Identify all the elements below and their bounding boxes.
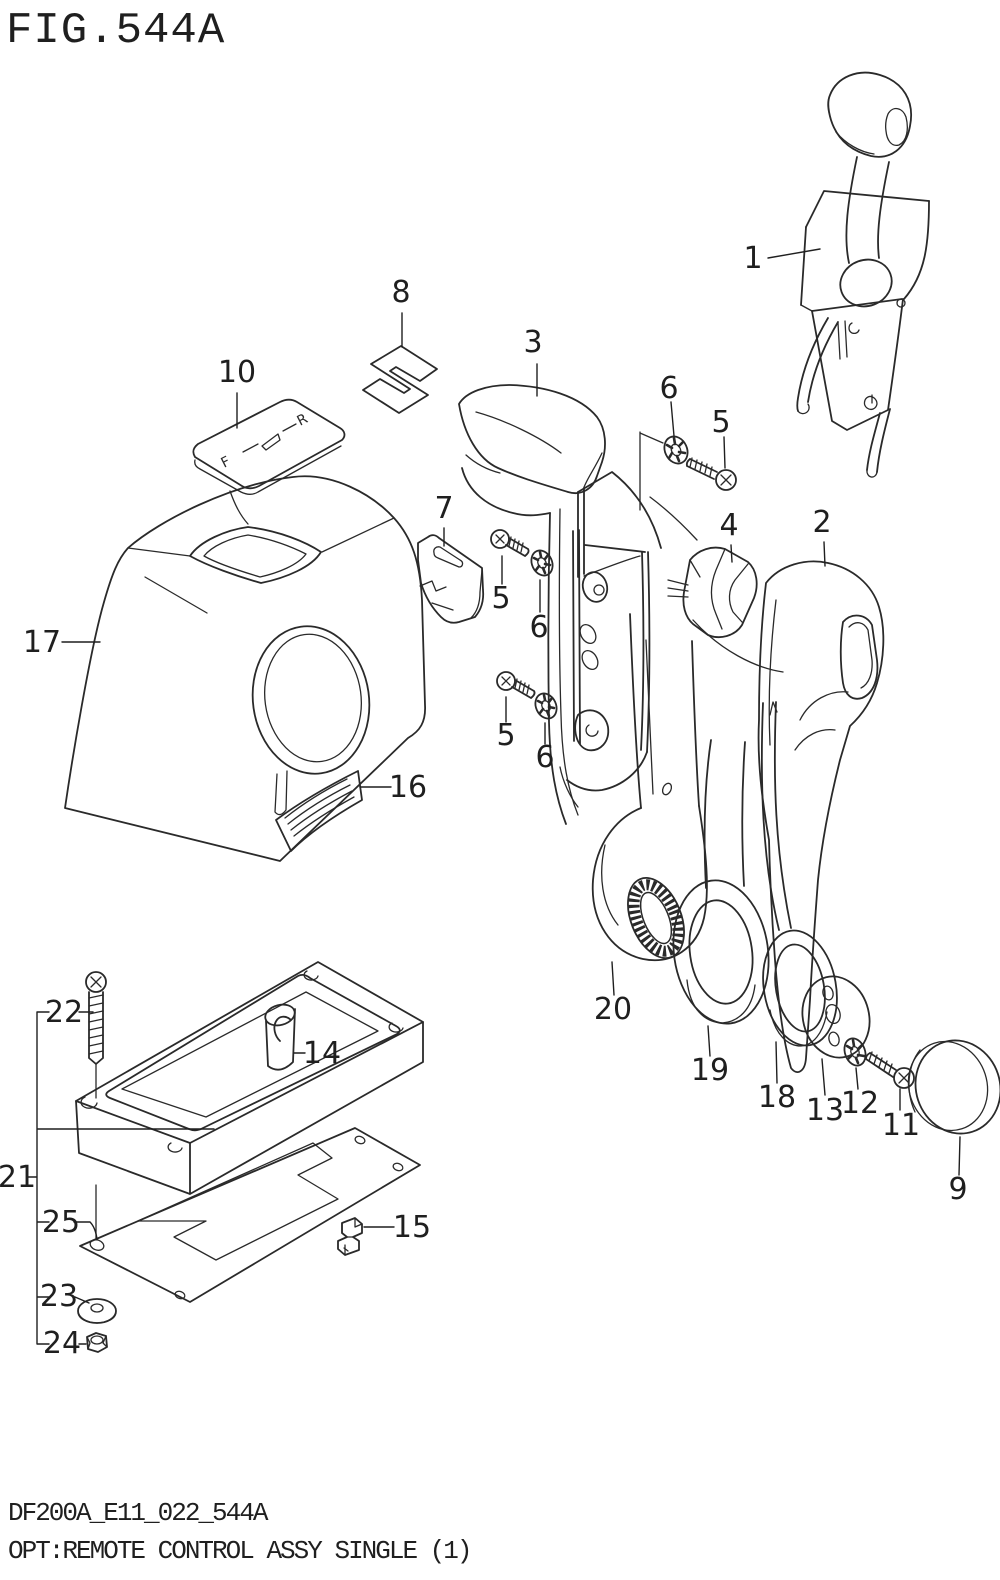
base-box: [75, 961, 424, 1195]
part-16-insert: [275, 770, 363, 852]
part-5-screw-top: [685, 457, 737, 491]
callout-1: 1: [743, 241, 762, 276]
part-3-upper-cover: [458, 384, 606, 494]
callout-6-top: 6: [659, 371, 678, 406]
center-bracket-assembly: [461, 431, 698, 825]
callout-22: 22: [45, 995, 83, 1030]
callout-9: 9: [948, 1172, 967, 1207]
callout-10: 10: [218, 355, 256, 390]
callout-21: 21: [0, 1160, 36, 1195]
footer-code: DF200A_E11_022_544A: [8, 1498, 269, 1528]
callout-13: 13: [806, 1093, 844, 1128]
plate-mark-forward: F: [219, 454, 233, 472]
callout-16: 16: [389, 770, 427, 805]
callout-labels: 1 8 10 3 6 5 7 4 2 17 5 6 5 6 16 20 19 1…: [0, 241, 968, 1361]
part-10-indicator-plate: F R: [192, 398, 346, 525]
part-19-lever-arm: [672, 739, 770, 1025]
part-7-bracket-plate: [417, 534, 485, 624]
callout-6-low: 6: [535, 740, 554, 775]
figure-title: FIG.544A: [6, 6, 225, 56]
part-4-switch: [667, 546, 758, 638]
part-17-cover: [64, 475, 426, 862]
part-6-washer-low: [534, 692, 558, 720]
callout-18: 18: [758, 1080, 796, 1115]
part-18-ring: [760, 701, 838, 1047]
callout-11: 11: [882, 1108, 920, 1143]
callout-4: 4: [719, 508, 738, 543]
part-11-screw: [865, 1051, 915, 1089]
callout-leaders: [27, 248, 961, 1345]
callout-20: 20: [594, 992, 632, 1027]
callout-25: 25: [42, 1205, 80, 1240]
callout-8: 8: [391, 275, 410, 310]
part-5-screw-low: [496, 671, 536, 699]
part-12-washer: [843, 1037, 867, 1067]
part-5-screw-mid: [490, 529, 530, 557]
callout-23: 23: [40, 1279, 78, 1314]
footer-description: OPT:REMOTE CONTROL ASSY SINGLE (1): [8, 1536, 471, 1566]
part-14-pin: [264, 1003, 296, 1071]
part-9-cap: [907, 1039, 1000, 1135]
part-8-emblem: [362, 345, 438, 414]
callout-15: 15: [393, 1210, 431, 1245]
callout-24: 24: [43, 1326, 81, 1361]
callout-14: 14: [303, 1036, 341, 1071]
callout-5-low: 5: [496, 718, 515, 753]
callout-2: 2: [812, 505, 831, 540]
callout-7: 7: [434, 491, 453, 526]
callout-19: 19: [691, 1053, 729, 1088]
part-20-splined-arm: [591, 613, 708, 962]
callout-3: 3: [523, 325, 542, 360]
callout-5-top: 5: [711, 405, 730, 440]
callout-17: 17: [23, 625, 61, 660]
callout-6-mid: 6: [529, 610, 548, 645]
part-6-washer-mid: [530, 549, 554, 577]
part-1-control-assembly: [796, 71, 930, 478]
part-2-housing: [692, 560, 885, 1073]
callout-5-mid: 5: [491, 581, 510, 616]
part-22-screw-long: [85, 971, 107, 1241]
plate-mark-reverse: R: [295, 411, 311, 430]
part-15-clip: [337, 1217, 363, 1256]
gasket-plate: [79, 1127, 421, 1303]
callout-12: 12: [841, 1086, 879, 1121]
part-23-washer: [77, 1298, 117, 1324]
part-24-nut: [86, 1332, 108, 1353]
part-6-washer-top: [663, 435, 689, 465]
